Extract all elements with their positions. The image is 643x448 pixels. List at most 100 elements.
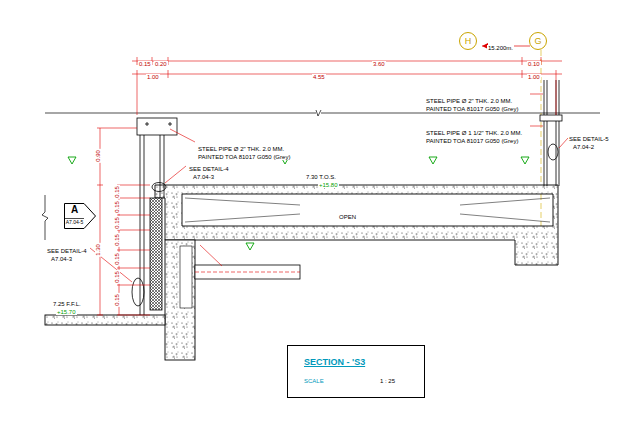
dimension-text: 3.60 [372, 61, 386, 67]
section-marker: A A7.04-5 [64, 203, 96, 229]
concrete-slab [165, 240, 195, 360]
detail-callout [152, 183, 166, 192]
dimension-text: 0.15 [114, 200, 120, 214]
railing-left [137, 118, 177, 135]
section-arrow [65, 218, 84, 219]
label-holder: STEEL PIPE Ø 1 1/2" THK. 2.0 MM. [425, 122, 523, 138]
section-arrow [65, 204, 96, 229]
label-holder: 0.15 [106, 252, 122, 266]
label-holder: SEE DETAIL-4 [188, 158, 230, 174]
dimension-text: 1.00 [146, 74, 160, 80]
note-text: STEEL PIPE Ø 2" THK. 2.0 MM. [425, 98, 513, 104]
node-title: SECTION - 'S3 [304, 358, 365, 367]
level-marker [429, 157, 437, 164]
concrete-slab [155, 185, 558, 265]
dimension-lines [137, 57, 541, 65]
label-holder: 0.10 [527, 53, 541, 69]
leader-line [170, 129, 195, 142]
concrete-slab [45, 185, 558, 360]
node-text: SCALE [304, 378, 324, 384]
label-holder: 0.90 [87, 149, 103, 163]
dimension-text: 0.15 [114, 233, 120, 247]
node-text: 1 : 25 [380, 378, 395, 384]
label-holder: 0.15 [106, 233, 122, 247]
level-text: +15.80 [318, 182, 339, 188]
dimension-text: 0.10 [527, 61, 541, 67]
detail-callout [548, 144, 558, 160]
railing-right [540, 115, 562, 121]
label-holder: 0.15 [106, 270, 122, 284]
label-holder: 7.30 T.O.S. [305, 166, 337, 182]
node-text: A7.04-5 [65, 220, 84, 225]
railing-right [540, 80, 562, 186]
title-box: SECTION - 'S3SCALE 1 : 25 [287, 345, 425, 398]
dimension-text: 0.15 [114, 216, 120, 230]
leader-line [530, 94, 543, 126]
dimension-text: 0.15 [114, 270, 120, 284]
note-text: A7.04-3 [50, 256, 73, 262]
note-text: PAINTED TOA 81017 G050 (Grey) [425, 106, 519, 112]
dimension-lines [137, 70, 556, 78]
note-text: STEEL PIPE Ø 1 1/2" THK. 2.0 MM. [425, 130, 523, 136]
label-holder: 3.60 [372, 53, 386, 69]
note-text: SEE DETAIL-4 [46, 248, 88, 254]
label-holder: OPEN [338, 206, 357, 222]
label-holder: 0.15 [106, 200, 122, 214]
dimension-lines [117, 185, 150, 315]
label-holder: 15.200m. [487, 37, 514, 53]
label-holder: 4.55 [312, 66, 326, 82]
dimension-text: 1.30 [95, 243, 101, 257]
note-text: SEE DETAIL-5 [568, 136, 610, 142]
concrete-slab [180, 246, 192, 308]
reference-line [316, 110, 321, 116]
note-text: 15.200m. [487, 45, 514, 51]
note-text: PAINTED TOA 81017 G050 (Grey) [197, 154, 291, 160]
label-holder: 0.15 [138, 53, 152, 69]
note-text: 7.30 T.O.S. [305, 174, 337, 180]
label-holder: SEE DETAIL-5 [568, 128, 610, 144]
note-text: SEE DETAIL-4 [188, 166, 230, 172]
dimension-text: 0.15 [114, 185, 120, 199]
level-marker [68, 157, 529, 250]
dimension-lines [97, 57, 562, 315]
dimension-lines [132, 61, 562, 74]
reference-line [45, 113, 600, 114]
dimension-text: 0.15 [114, 293, 120, 307]
reference-line [42, 195, 48, 240]
leader-line [165, 166, 186, 183]
label-holder: 1.30 [87, 243, 103, 257]
label-holder: 0.20 [154, 53, 168, 69]
grid-bubble: G [529, 32, 547, 50]
label-holder: 0.15 [106, 293, 122, 307]
grid-bubble: H [459, 32, 477, 50]
label-holder: SEE DETAIL-4 [46, 240, 88, 256]
void-taper-lines [185, 198, 550, 222]
note-text: OPEN [338, 214, 357, 220]
dimension-text: 0.20 [154, 61, 168, 67]
step-plate [195, 272, 300, 273]
dimension-text: 4.55 [312, 74, 326, 80]
dimension-text: 1.00 [527, 74, 541, 80]
label-holder: STEEL PIPE Ø 2" THK. 2.0 MM. [425, 90, 513, 106]
note-text: A7.04-3 [192, 174, 215, 180]
node-title: A [65, 205, 84, 215]
step-plate [195, 265, 300, 279]
railing-left [150, 198, 162, 310]
label-holder: 0.15 [106, 185, 122, 199]
railing-left [145, 122, 172, 126]
leader-line [90, 94, 568, 282]
note-text: 7.25 F.F.L. [52, 301, 82, 307]
railing-right [544, 80, 559, 186]
note-text: STEEL PIPE Ø 2" THK. 2.0 MM. [197, 146, 285, 152]
label-holder: 1.00 [527, 66, 541, 82]
level-marker [521, 157, 529, 164]
reference-line [42, 110, 600, 240]
note-text: PAINTED TOA 81017 G050 (Grey) [425, 138, 519, 144]
level-marker [246, 243, 254, 250]
step-plate [200, 245, 222, 266]
concrete-slab [45, 315, 165, 325]
dimension-text: 0.15 [114, 252, 120, 266]
level-text: +15.70 [56, 309, 77, 315]
detail-callout [132, 144, 558, 306]
